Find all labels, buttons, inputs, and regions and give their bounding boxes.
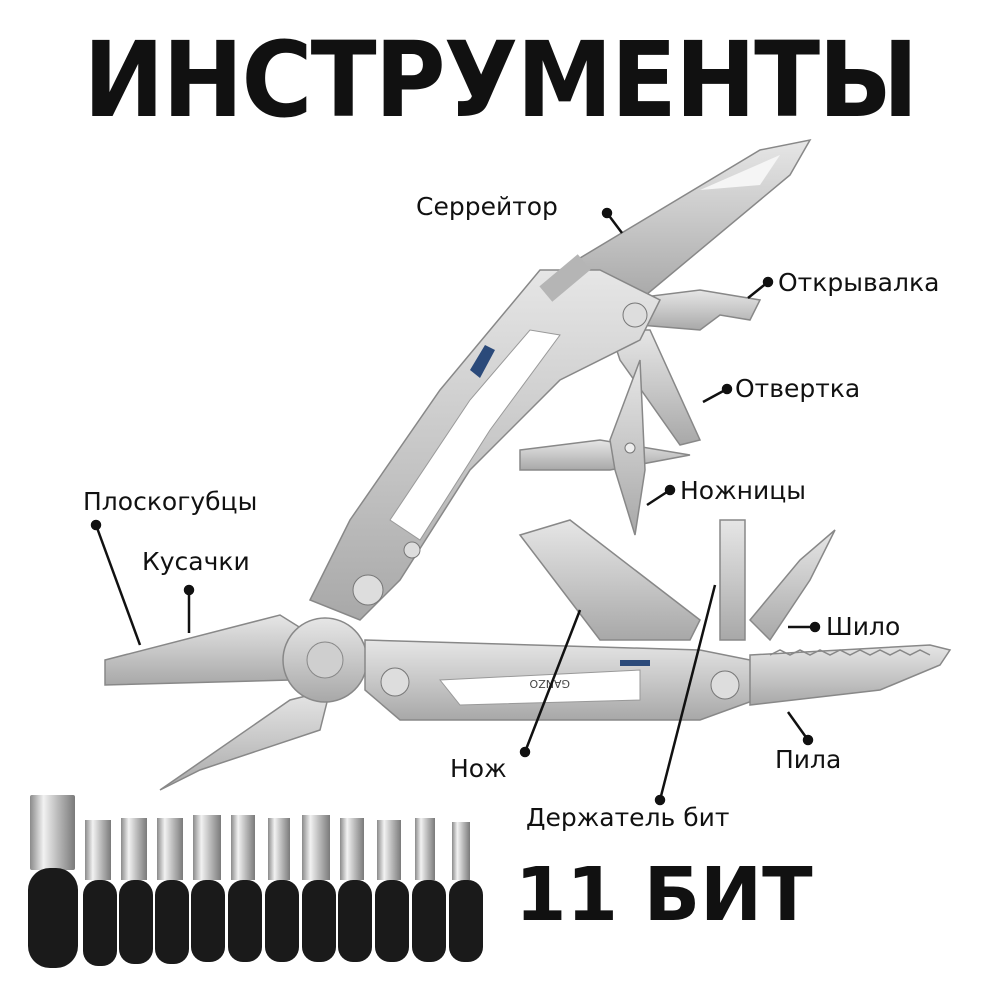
label-serrator: Серрейтор <box>416 192 558 221</box>
label-awl: Шило <box>826 612 901 641</box>
serrator-blade <box>558 138 812 301</box>
label-pliers: Плоскогубцы <box>83 487 258 516</box>
saw-tool <box>749 644 952 706</box>
label-cutters: Кусачки <box>142 547 250 576</box>
bit-holder-tool <box>719 519 746 641</box>
label-opener: Открывалка <box>778 268 940 297</box>
pliers-head <box>104 614 368 791</box>
awl-tool <box>748 529 836 642</box>
label-screwdriver: Отвертка <box>735 374 861 403</box>
upper-handle <box>308 254 662 621</box>
lower-handle: GANZO <box>364 639 756 721</box>
brand-logo: GANZO <box>529 677 570 690</box>
label-bit-holder: Держатель бит <box>526 803 730 832</box>
label-scissors: Ножницы <box>680 476 806 505</box>
label-saw: Пила <box>775 745 842 774</box>
leader-lines <box>90 207 821 806</box>
bit-set <box>28 795 483 968</box>
label-knife: Нож <box>450 754 507 783</box>
page-title: ИНСТРУМЕНТЫ <box>83 19 918 141</box>
bits-count: 11 БИТ <box>515 852 813 938</box>
scissors-tool <box>519 359 691 536</box>
knife-blade <box>518 519 701 641</box>
